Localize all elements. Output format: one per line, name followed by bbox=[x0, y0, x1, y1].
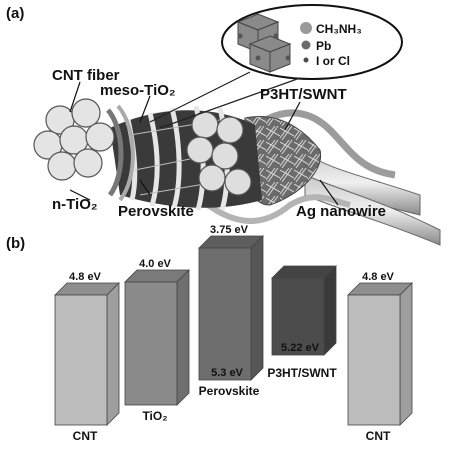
legend-halide-marker bbox=[303, 57, 309, 63]
material-name-label: TiO₂ bbox=[142, 409, 167, 423]
energy-top-label: 4.8 eV bbox=[69, 271, 101, 283]
energy-box-front bbox=[198, 247, 252, 381]
energy-box-front bbox=[54, 294, 108, 426]
callout-cnt-fiber: CNT fiber bbox=[52, 67, 120, 84]
energy-column-perovskite-2: 3.75 eV 5.3 eV Perovskite bbox=[198, 224, 264, 398]
callout-meso-tio2: meso-TiO₂ bbox=[100, 82, 176, 99]
energy-box-side bbox=[323, 265, 337, 356]
legend-ch3nh3-marker bbox=[300, 22, 312, 34]
energy-top-label: 4.0 eV bbox=[139, 258, 171, 270]
energy-level-diagram: 4.8 eV CNT 4.0 eV TiO₂ 3.75 eV 5.3 eV Perovski… bbox=[54, 224, 413, 443]
energy-top-label: 4.8 eV bbox=[362, 271, 394, 283]
legend-pb-label: Pb bbox=[316, 39, 331, 53]
energy-column-cnt-4: 4.8 eV CNT bbox=[347, 271, 413, 443]
energy-box-front bbox=[271, 277, 325, 356]
callout-p3ht-swnt: P3HT/SWNT bbox=[260, 86, 347, 103]
panel-a-label: (a) bbox=[6, 5, 24, 22]
callout-n-tio2: n-TiO₂ bbox=[52, 196, 98, 213]
energy-box-side bbox=[106, 282, 120, 426]
material-name-label: CNT bbox=[73, 429, 98, 443]
energy-box-side bbox=[250, 235, 264, 381]
energy-top-label: 3.75 eV bbox=[210, 224, 249, 236]
fiber-device-illustration bbox=[33, 98, 441, 246]
energy-box-side bbox=[176, 269, 190, 406]
callout-leader-lines bbox=[69, 81, 339, 206]
legend-pb-marker bbox=[301, 40, 311, 50]
material-name-label: CNT bbox=[366, 429, 391, 443]
energy-column-p3ht-swnt-3: 5.22 eV P3HT/SWNT bbox=[267, 265, 337, 380]
legend-ch3nh3-label: CH₃NH₃ bbox=[316, 22, 362, 36]
callout-perovskite: Perovskite bbox=[118, 203, 194, 220]
perovskite-lattice-icon bbox=[236, 13, 292, 73]
energy-box-front bbox=[124, 281, 178, 406]
energy-bottom-label: 5.3 eV bbox=[211, 367, 243, 379]
legend-halide-label: I or Cl bbox=[316, 54, 350, 68]
material-name-label: Perovskite bbox=[199, 384, 260, 398]
energy-box-front bbox=[347, 294, 401, 426]
energy-box-side bbox=[399, 282, 413, 426]
material-name-label: P3HT/SWNT bbox=[267, 366, 337, 380]
energy-column-cnt-0: 4.8 eV CNT bbox=[54, 271, 120, 443]
energy-bottom-label: 5.22 eV bbox=[281, 342, 320, 354]
crystal-structure-inset: CH₃NH₃ Pb I or Cl bbox=[149, 4, 403, 129]
energy-column-tio--1: 4.0 eV TiO₂ bbox=[124, 258, 190, 423]
panel-b-label: (b) bbox=[6, 235, 25, 252]
callout-ag-nanowire: Ag nanowire bbox=[296, 203, 386, 220]
